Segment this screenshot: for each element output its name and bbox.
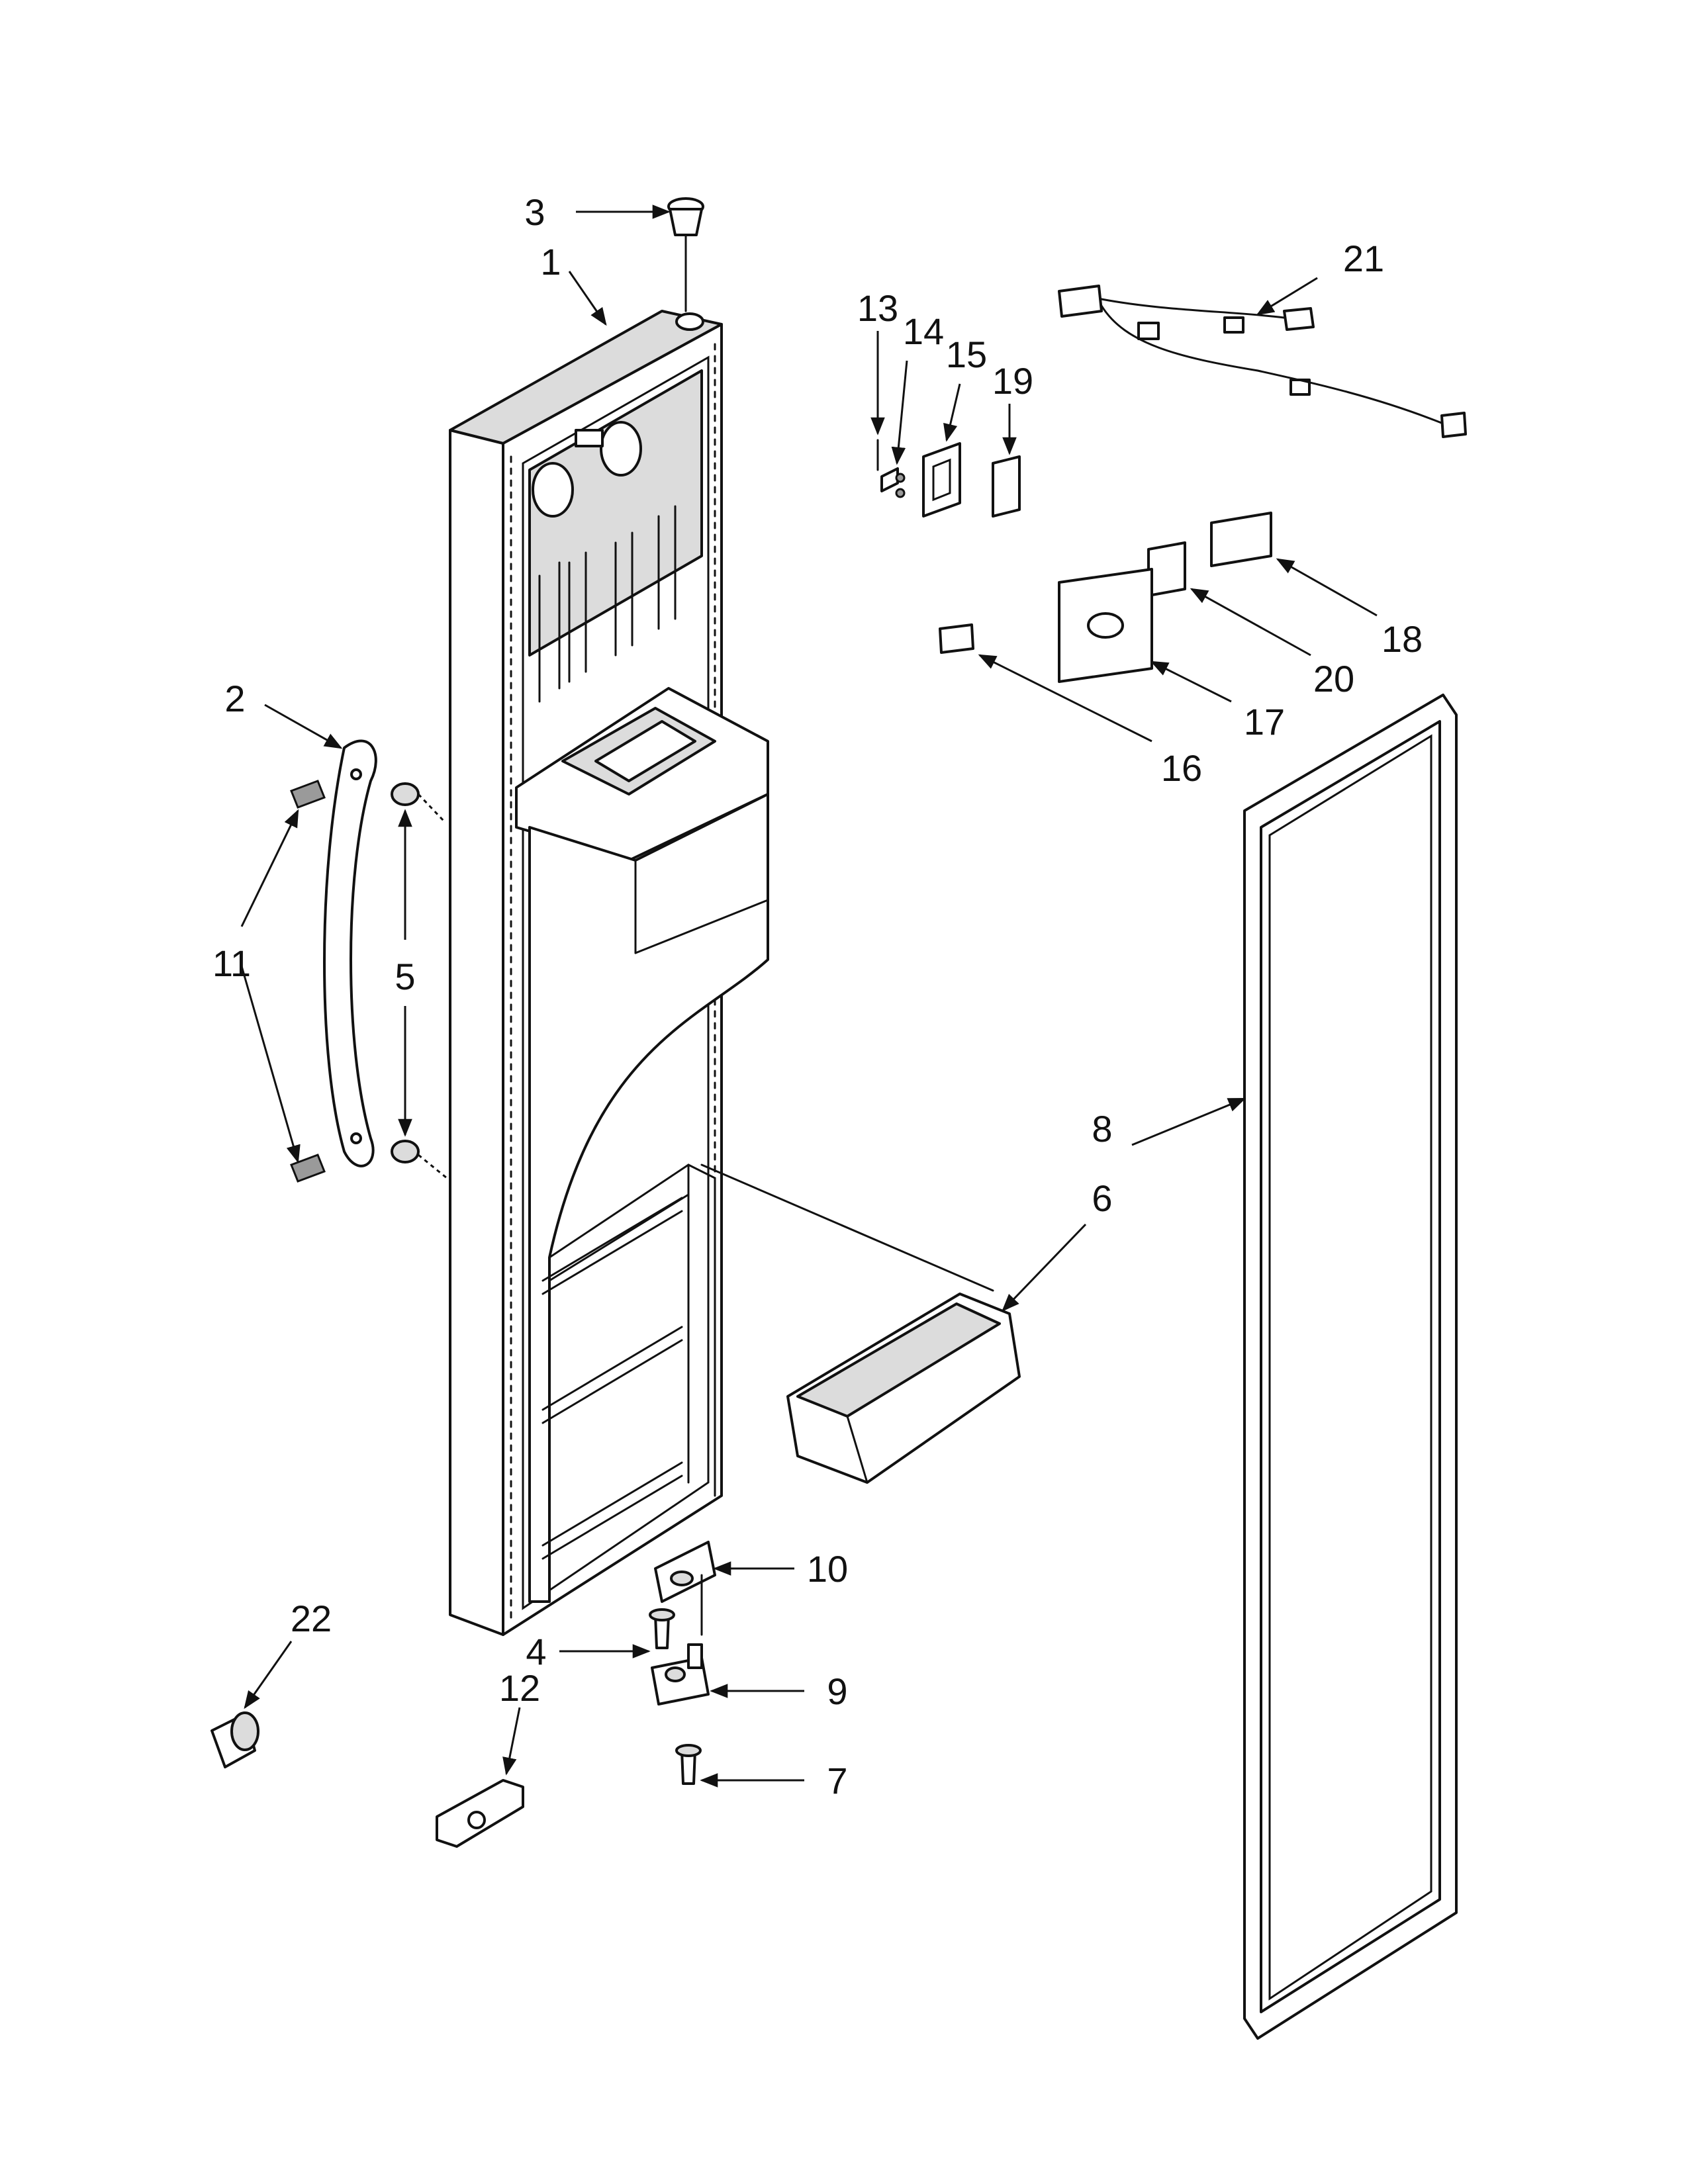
leader-21: [1256, 277, 1318, 316]
screw-7: [675, 1744, 702, 1785]
callout-8: 8: [1092, 1108, 1112, 1150]
leader-2: [264, 704, 343, 749]
handle-screw-bottom: [290, 1154, 326, 1183]
hinge-9: [651, 1643, 710, 1706]
leader-15: [943, 383, 961, 442]
plug-22: [211, 1711, 259, 1768]
callout-labels: 3 1 2 11 5 13 14 15 19 21 18 20 17 16 8 …: [212, 191, 1423, 1801]
door-handle: [323, 739, 377, 1167]
control-board-18: [1210, 512, 1272, 567]
callout-9: 9: [827, 1670, 847, 1712]
handle-spacer-bottom: [391, 1140, 447, 1179]
leader-16: [978, 654, 1152, 743]
callout-12: 12: [499, 1667, 540, 1709]
clip-14: [880, 467, 906, 498]
door-bin: [700, 1163, 1021, 1484]
leader-17: [1150, 660, 1232, 703]
wire-harness: [1058, 285, 1467, 438]
handle-screw-top: [290, 780, 326, 809]
leader-1: [568, 271, 607, 326]
callout-14: 14: [903, 310, 944, 352]
callout-22: 22: [291, 1598, 332, 1639]
leader-lines: [240, 205, 1378, 1788]
callout-13: 13: [857, 287, 898, 329]
callout-17: 17: [1244, 701, 1285, 743]
callout-2: 2: [224, 678, 245, 719]
callout-11: 11: [212, 942, 251, 984]
leader-14: [891, 360, 908, 465]
callout-7: 7: [827, 1760, 847, 1801]
callout-1: 1: [540, 241, 561, 283]
leader-6: [1002, 1223, 1087, 1312]
callout-3: 3: [524, 191, 545, 233]
switch-assembly-17: [1058, 568, 1153, 683]
door-gasket: [1243, 694, 1458, 2040]
leader-11-bottom: [240, 966, 301, 1163]
callout-4: 4: [526, 1631, 546, 1672]
leader-11-top: [240, 809, 299, 927]
callout-6: 6: [1092, 1177, 1112, 1219]
door-assembly: [449, 310, 769, 1636]
callout-10: 10: [807, 1548, 848, 1590]
callout-5: 5: [395, 956, 415, 997]
leader-22: [244, 1641, 293, 1709]
screw-4: [649, 1608, 675, 1649]
callout-21: 21: [1343, 238, 1384, 279]
leader-20: [1190, 588, 1311, 657]
handle-spacer-top: [391, 782, 445, 822]
switch-16: [939, 623, 974, 654]
top-bushing: [667, 197, 704, 312]
callout-15: 15: [946, 334, 987, 375]
plate-20: [1147, 541, 1186, 597]
callout-18: 18: [1382, 618, 1423, 660]
leader-18: [1276, 558, 1378, 617]
leader-12: [502, 1707, 521, 1776]
switch-housing-15: [922, 442, 961, 518]
callout-20: 20: [1313, 658, 1354, 700]
bracket-19: [992, 455, 1021, 518]
callout-19: 19: [992, 360, 1033, 402]
hinge-plate-10: [654, 1541, 716, 1636]
callout-16: 16: [1161, 747, 1202, 789]
hinge-cover-12: [436, 1779, 524, 1848]
leader-8: [1131, 1097, 1246, 1146]
